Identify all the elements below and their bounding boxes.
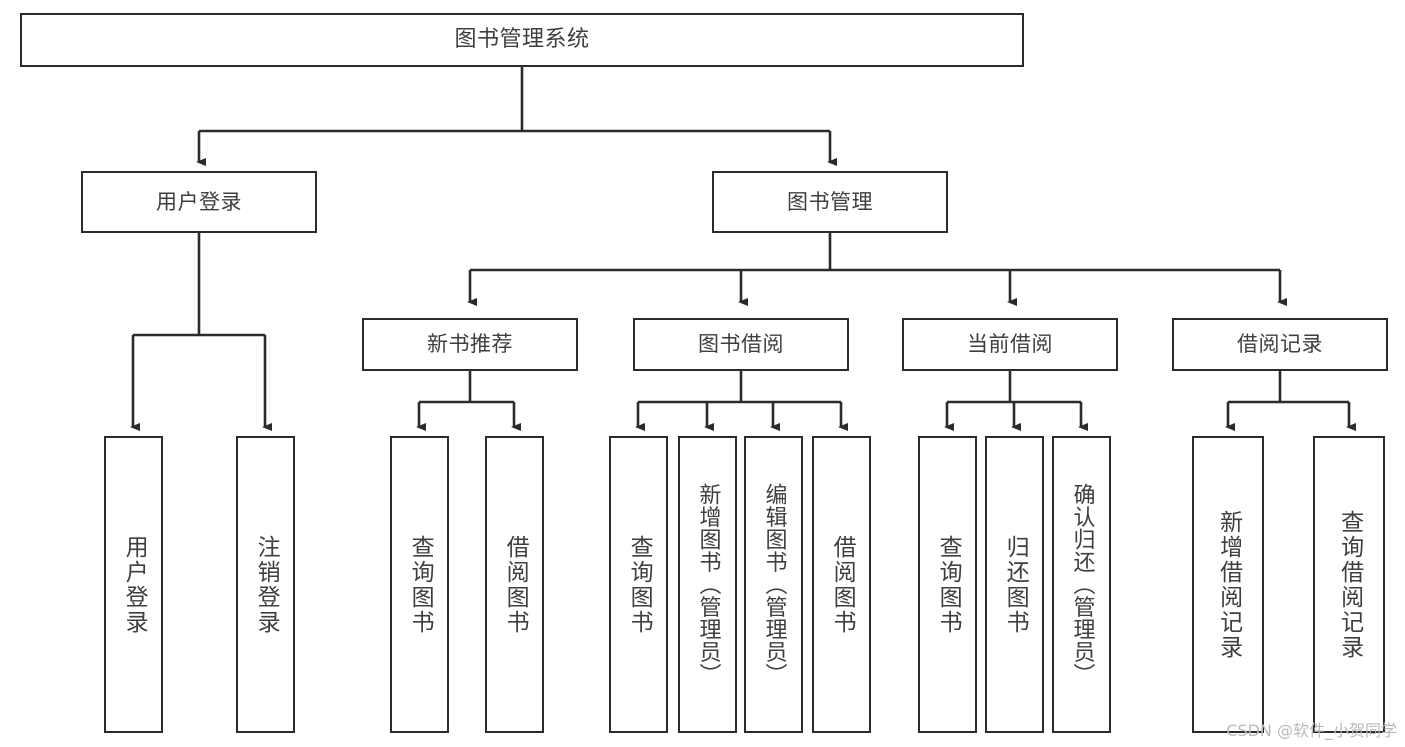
node-label: 归还图书 (1002, 534, 1029, 635)
node-label: 图书管理系统 (454, 27, 590, 53)
node-label: 新书推荐 (427, 332, 513, 357)
node-label: 借阅图书 (829, 534, 856, 635)
node-label: 图书借阅 (698, 332, 784, 357)
node-label: 查询图书 (935, 534, 962, 635)
leaf-query-book-current[interactable]: 查询图书 (918, 436, 977, 733)
node-label: 用户登录 (121, 534, 148, 635)
leaf-query-book-borrow[interactable]: 查询图书 (609, 436, 668, 733)
node-label: 借阅图书 (502, 534, 529, 635)
node-label: 编辑图书（管理员） (761, 483, 787, 686)
node-label: 用户登录 (156, 189, 242, 214)
leaf-logout-login[interactable]: 注销登录 (236, 436, 295, 733)
leaf-add-book-admin[interactable]: 新增图书（管理员） (678, 436, 737, 733)
node-book-management[interactable]: 图书管理 (712, 171, 948, 233)
leaf-return-book[interactable]: 归还图书 (985, 436, 1044, 733)
leaf-add-borrow-record[interactable]: 新增借阅记录 (1192, 436, 1264, 733)
node-root-system[interactable]: 图书管理系统 (20, 13, 1024, 67)
leaf-edit-book-admin[interactable]: 编辑图书（管理员） (744, 436, 803, 733)
node-label: 查询借阅记录 (1336, 509, 1363, 660)
leaf-user-login[interactable]: 用户登录 (104, 436, 163, 733)
node-borrow-record[interactable]: 借阅记录 (1172, 318, 1388, 371)
node-label: 查询图书 (407, 534, 434, 635)
leaf-query-book-recommend[interactable]: 查询图书 (390, 436, 449, 733)
node-user-login[interactable]: 用户登录 (81, 171, 317, 233)
node-book-borrow[interactable]: 图书借阅 (633, 318, 849, 371)
leaf-query-borrow-record[interactable]: 查询借阅记录 (1313, 436, 1385, 733)
node-label: 注销登录 (253, 534, 280, 635)
node-label: 当前借阅 (967, 332, 1053, 357)
node-label: 新增借阅记录 (1215, 509, 1242, 660)
node-current-borrow[interactable]: 当前借阅 (902, 318, 1118, 371)
node-label: 确认归还（管理员） (1069, 483, 1095, 686)
node-label: 图书管理 (787, 189, 873, 214)
leaf-borrow-book-recommend[interactable]: 借阅图书 (485, 436, 544, 733)
node-label: 新增图书（管理员） (695, 483, 721, 686)
csdn-watermark: CSDN @软件_小贺同学 (1226, 721, 1397, 740)
node-new-book-recommend[interactable]: 新书推荐 (362, 318, 578, 371)
node-label: 借阅记录 (1237, 332, 1323, 357)
node-label: 查询图书 (626, 534, 653, 635)
leaf-confirm-return-admin[interactable]: 确认归还（管理员） (1052, 436, 1111, 733)
leaf-borrow-book[interactable]: 借阅图书 (812, 436, 871, 733)
